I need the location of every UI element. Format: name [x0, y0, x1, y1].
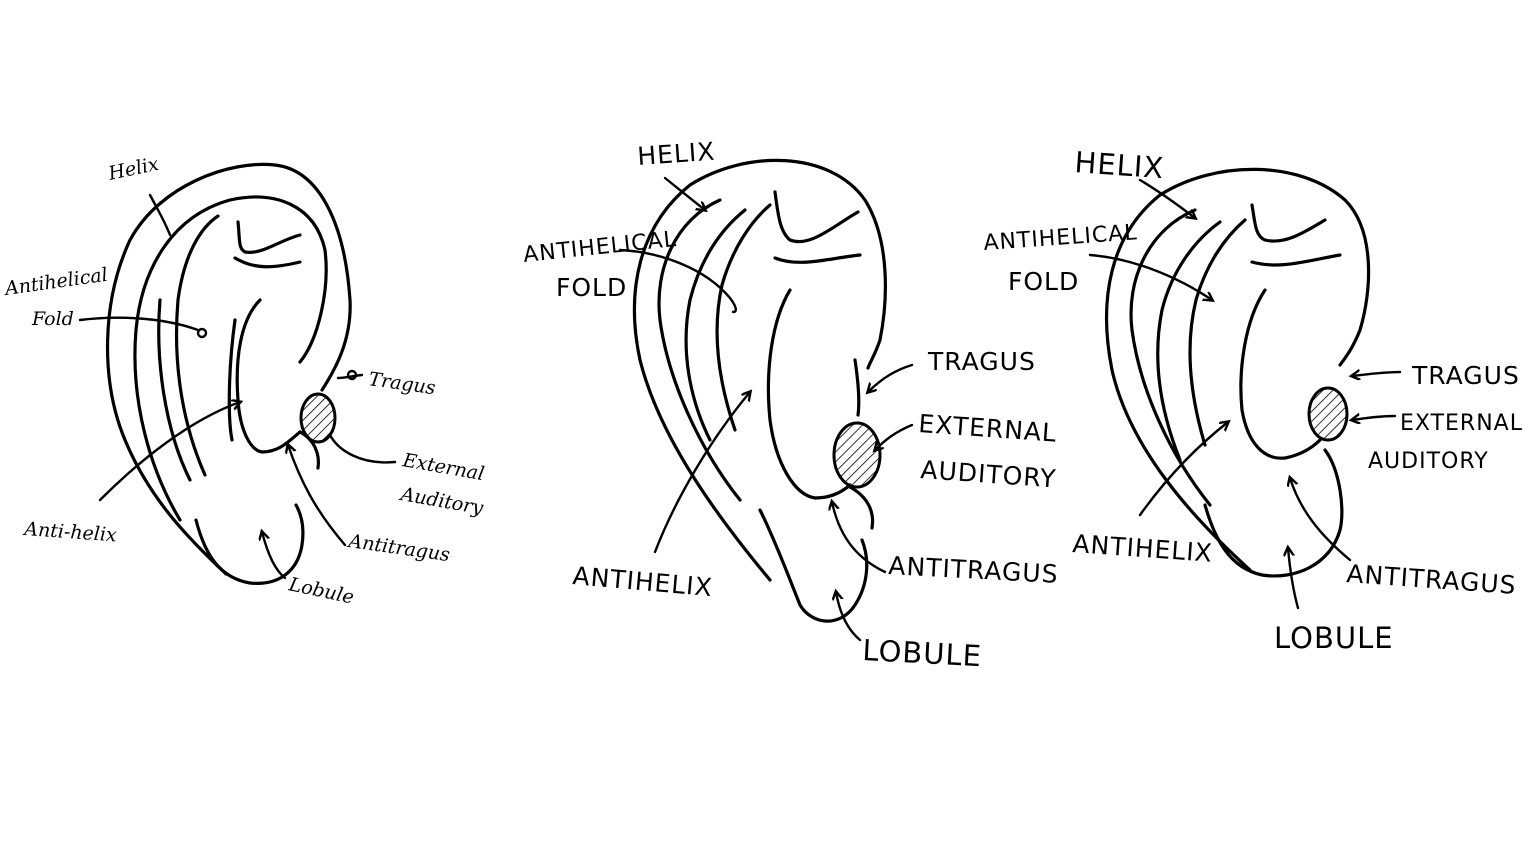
ear-1-tragus-dot	[346, 369, 358, 381]
ear-3-external-auditory-arrow	[1352, 416, 1397, 420]
ear-1-outline	[105, 162, 352, 585]
ear-1-external-auditory-meatus	[299, 392, 337, 444]
ear-2-tragus-arrow	[868, 363, 914, 392]
ear-2-label-external-auditory-line2: AUDITORY	[920, 455, 1058, 493]
ear-2-helix-arrow	[663, 176, 705, 210]
ear-1: Helix Antihelical Fold Tragus External A…	[2, 153, 486, 609]
ear-3-outline	[1104, 167, 1371, 578]
ear-2: HELIX ANTIHELICAL FOLD TRAGUS EXTERNAL A…	[522, 137, 1059, 674]
ear-3-label-antihelical-fold-line2: FOLD	[1008, 267, 1079, 296]
ear-2-external-auditory-meatus	[832, 421, 882, 489]
ear-1-lobule-arrow	[262, 532, 287, 580]
ear-3-tragus-arrow	[1352, 372, 1402, 376]
ear-1-antitragus-arrow	[288, 445, 347, 547]
ear-1-label-external-auditory-line2: Auditory	[397, 483, 485, 519]
ear-1-label-tragus: Tragus	[367, 368, 437, 399]
ear-1-label-antihelical-fold-line1: Antihelical	[2, 264, 109, 300]
ear-2-label-external-auditory-line1: EXTERNAL	[918, 409, 1058, 448]
ear-1-antihelical-fold-dot	[196, 327, 208, 339]
ear-3-antihelix-arrow	[1138, 422, 1228, 517]
ear-2-external-auditory-arrow	[875, 423, 914, 450]
ear-1-label-lobule: Lobule	[286, 573, 356, 608]
ear-1-helix-leader	[148, 193, 172, 237]
ear-2-antitragus-arrow	[832, 502, 887, 574]
ear-2-lobule-arrow	[836, 592, 862, 642]
ear-1-antihelix-arrow	[98, 402, 240, 502]
ear-3-external-auditory-meatus	[1307, 386, 1349, 442]
ear-3: HELIX ANTIHELICAL FOLD TRAGUS EXTERNAL A…	[983, 145, 1523, 655]
ear-3-antihelical-fold-arrow	[1088, 253, 1212, 300]
ear-1-label-antihelix: Anti-helix	[22, 518, 118, 547]
ear-2-antihelix-arrow	[653, 392, 750, 554]
ear-2-label-antihelical-fold-line1: ANTIHELICAL	[522, 227, 678, 268]
ear-1-label-antitragus: Antitragus	[345, 530, 451, 566]
ear-1-label-external-auditory-line1: External	[400, 449, 486, 485]
ear-2-label-lobule: LOBULE	[862, 633, 983, 673]
ear-1-external-auditory-leader	[328, 433, 397, 464]
ear-2-outline	[632, 158, 887, 623]
ear-3-label-antihelical-fold-line1: ANTIHELICAL	[983, 220, 1139, 256]
ear-2-label-antihelical-fold-line2: FOLD	[556, 273, 627, 302]
ear-3-label-external-auditory-line1: EXTERNAL	[1400, 411, 1523, 436]
ear-1-label-antihelical-fold-line2: Fold	[31, 308, 74, 330]
ear-2-label-helix: HELIX	[636, 137, 716, 171]
ear-3-label-antihelix: ANTIHELIX	[1072, 529, 1214, 568]
ear-1-antihelical-fold-leader	[78, 316, 200, 332]
ear-3-label-tragus: TRAGUS	[1411, 361, 1520, 390]
ear-3-label-lobule: LOBULE	[1274, 621, 1394, 655]
ear-2-label-tragus: TRAGUS	[927, 347, 1036, 376]
ear-2-label-antitragus: ANTITRAGUS	[888, 551, 1060, 589]
ear-3-helix-arrow	[1138, 178, 1195, 218]
ear-2-antihelical-fold-leader	[618, 248, 738, 314]
ear-2-label-antihelix: ANTIHELIX	[571, 561, 713, 602]
ear-3-label-helix: HELIX	[1074, 145, 1166, 185]
ear-3-antitragus-arrow	[1290, 478, 1352, 562]
ear-3-label-external-auditory-line2: AUDITORY	[1368, 449, 1489, 474]
ear-3-lobule-arrow	[1288, 548, 1300, 610]
ear-1-label-helix: Helix	[105, 153, 160, 185]
ear-3-label-antitragus: ANTITRAGUS	[1346, 559, 1518, 600]
